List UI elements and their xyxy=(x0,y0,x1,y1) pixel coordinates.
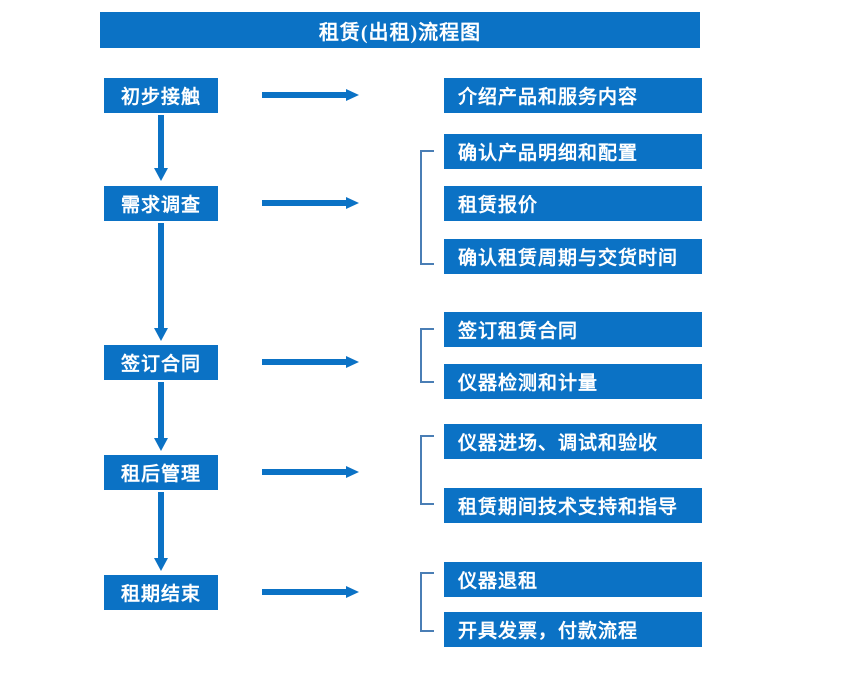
down-arrow-icon-4 xyxy=(154,492,168,571)
detail-box-3[interactable]: 租赁报价 xyxy=(444,186,702,221)
right-arrow-icon-3 xyxy=(262,356,359,368)
stage-box-1[interactable]: 初步接触 xyxy=(104,78,218,113)
detail-box-8[interactable]: 租赁期间技术支持和指导 xyxy=(444,488,702,523)
bracket-icon-group-2 xyxy=(420,328,434,383)
detail-box-5[interactable]: 签订租赁合同 xyxy=(444,312,702,347)
detail-box-2[interactable]: 确认产品明细和配置 xyxy=(444,134,702,169)
down-arrow-icon-2 xyxy=(154,223,168,341)
stage-box-3[interactable]: 签订合同 xyxy=(104,345,218,380)
detail-box-10[interactable]: 开具发票，付款流程 xyxy=(444,612,702,647)
right-arrow-icon-1 xyxy=(262,89,359,101)
detail-box-6[interactable]: 仪器检测和计量 xyxy=(444,364,702,399)
stage-box-5[interactable]: 租期结束 xyxy=(104,575,218,610)
right-arrow-icon-2 xyxy=(262,197,359,209)
detail-box-9[interactable]: 仪器退租 xyxy=(444,562,702,597)
right-arrow-icon-4 xyxy=(262,466,359,478)
down-arrow-icon-3 xyxy=(154,382,168,451)
stage-box-2[interactable]: 需求调查 xyxy=(104,186,218,221)
down-arrow-icon-1 xyxy=(154,115,168,181)
detail-box-4[interactable]: 确认租赁周期与交货时间 xyxy=(444,239,702,274)
detail-box-1[interactable]: 介绍产品和服务内容 xyxy=(444,78,702,113)
bracket-icon-group-4 xyxy=(420,572,434,632)
detail-box-7[interactable]: 仪器进场、调试和验收 xyxy=(444,424,702,459)
right-arrow-icon-5 xyxy=(262,586,359,598)
bracket-icon-group-1 xyxy=(420,150,434,265)
stage-box-4[interactable]: 租后管理 xyxy=(104,455,218,490)
bracket-icon-group-3 xyxy=(420,435,434,505)
page-title: 租赁(出租)流程图 xyxy=(100,12,700,48)
